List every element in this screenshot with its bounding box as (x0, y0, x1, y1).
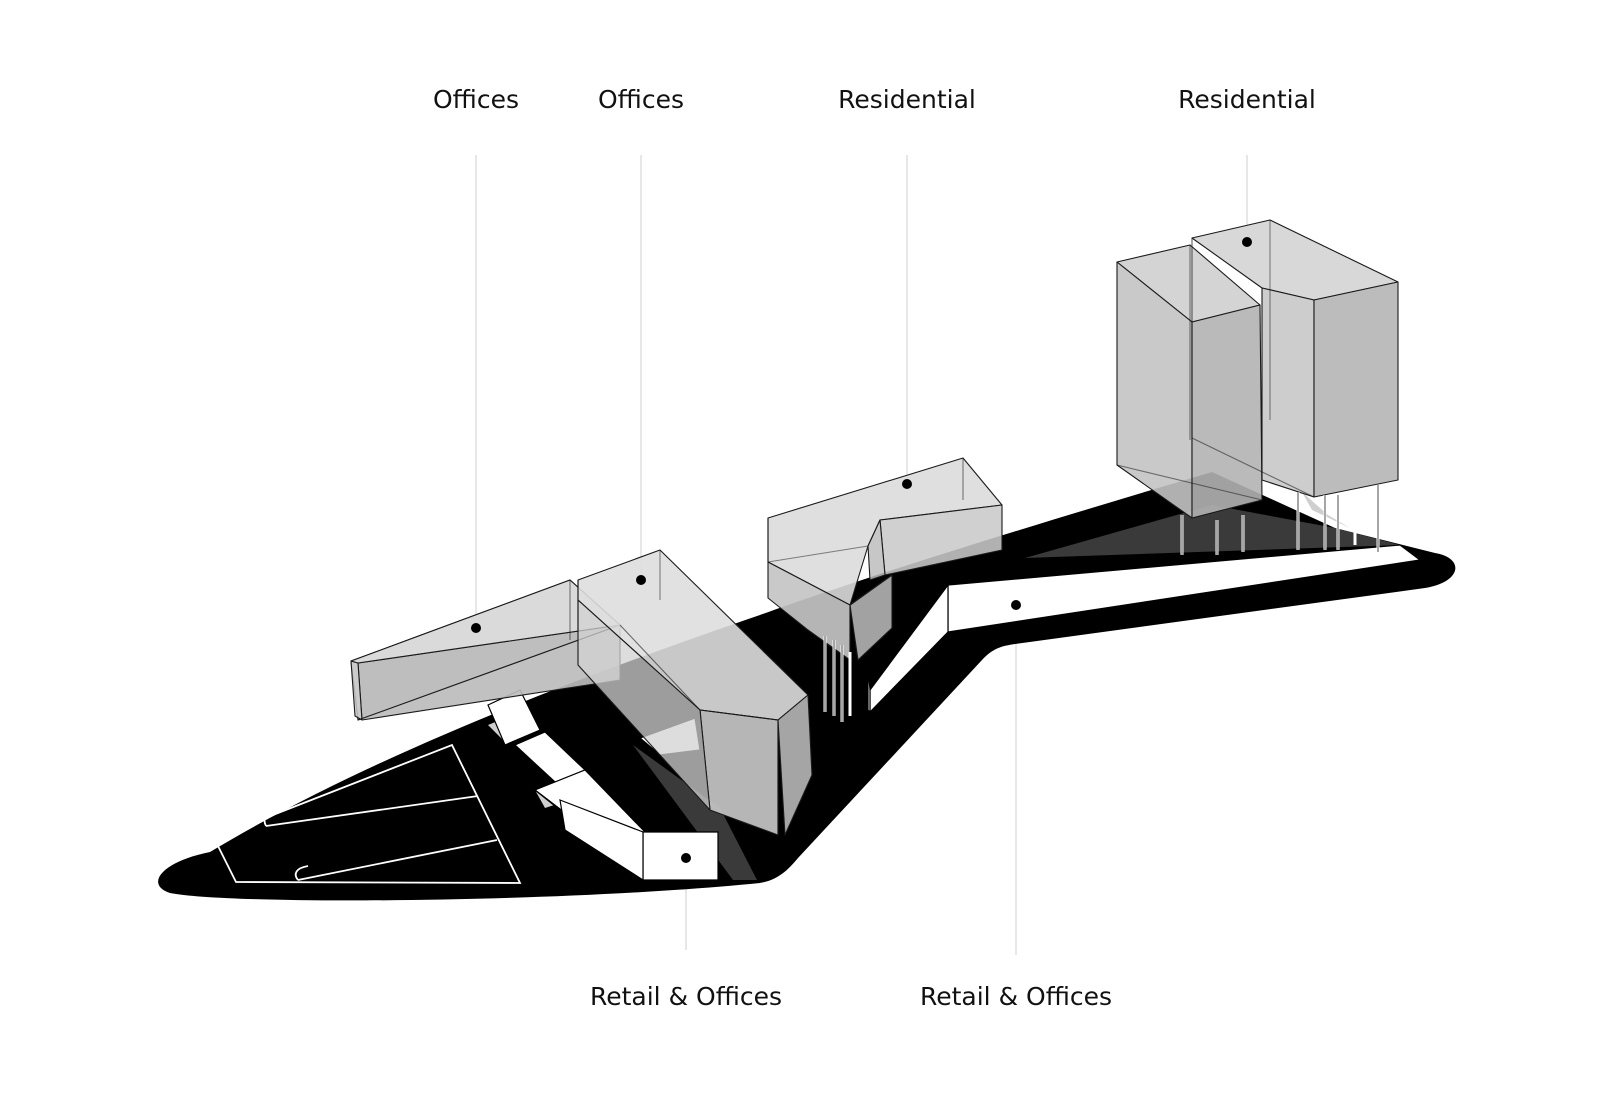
ground-shadows (633, 505, 1400, 880)
residential-tower-a (1116, 244, 1263, 519)
residential-tower-b (1191, 219, 1399, 498)
label-offices-1: Offices (433, 85, 519, 114)
column-outlines (824, 485, 1379, 722)
dot-retail-2 (1011, 600, 1021, 610)
labels: Offices Offices Residential Residential … (433, 85, 1316, 1011)
dot-residential-2 (1242, 237, 1252, 247)
dot-offices-1 (471, 623, 481, 633)
volumes (350, 219, 1399, 836)
podium (487, 544, 1422, 882)
label-residential-1: Residential (838, 85, 976, 114)
parking-outline (212, 743, 522, 884)
dot-offices-2 (636, 575, 646, 585)
label-retail-offices-2: Retail & Offices (920, 982, 1112, 1011)
leader-lines (475, 155, 1248, 955)
residential-volume-1 (767, 457, 1003, 661)
dot-retail-1 (681, 853, 691, 863)
label-offices-2: Offices (598, 85, 684, 114)
retail-block-front (642, 831, 719, 881)
office-volume-2 (577, 549, 813, 836)
marker-dots (471, 237, 1252, 863)
office-volume-1 (350, 579, 621, 721)
label-residential-2: Residential (1178, 85, 1316, 114)
dot-residential-1 (902, 479, 912, 489)
label-retail-offices-1: Retail & Offices (590, 982, 782, 1011)
parking-area (212, 743, 522, 884)
